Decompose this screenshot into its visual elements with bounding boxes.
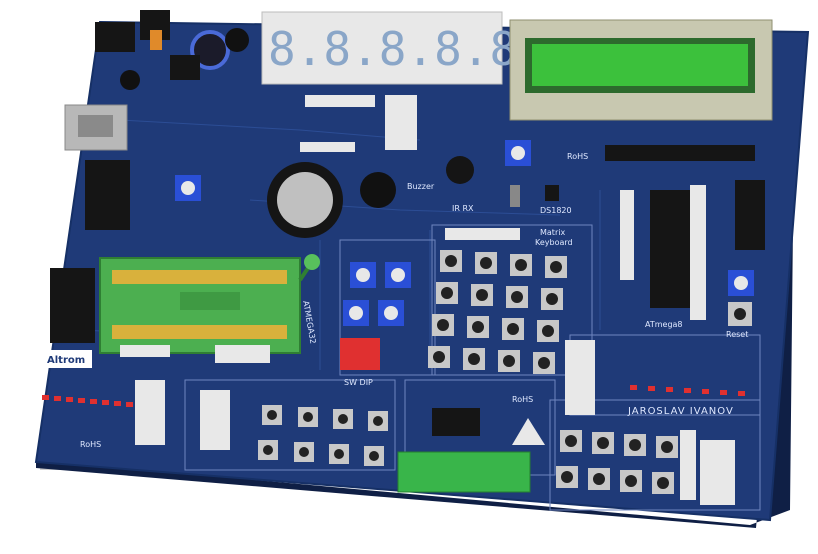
- zif-pin-row-top: [112, 270, 287, 284]
- button-group-center: [258, 405, 388, 466]
- sw-dip-switch[interactable]: [340, 338, 380, 370]
- usb-uart-ic: [432, 408, 480, 436]
- header-6: [120, 345, 170, 357]
- capacitor-c1: [120, 70, 140, 90]
- header-8: [680, 430, 696, 500]
- zif-lever-knob[interactable]: [304, 254, 320, 270]
- dip-switch-right[interactable]: [565, 340, 595, 415]
- label-rohs-left: RoHS: [80, 440, 102, 449]
- ds1820-sensor: [545, 185, 559, 201]
- buzzer: [360, 172, 396, 208]
- label-matrix: Matrix: [540, 228, 566, 237]
- dip-switch-top[interactable]: [385, 95, 417, 150]
- brand-plate: [42, 350, 92, 368]
- idc-header-2: [50, 268, 95, 343]
- capacitor-large: [190, 30, 230, 70]
- led-row-left: [42, 395, 133, 407]
- lcd-header: [605, 145, 755, 161]
- label-ir-rx: IR RX: [452, 204, 474, 213]
- fuse: [150, 30, 162, 50]
- atmega8-chip: [650, 190, 690, 308]
- label-buzzer: Buzzer: [407, 182, 435, 191]
- label-reset: Reset: [726, 330, 749, 339]
- label-rohs-center: RoHS: [512, 395, 534, 404]
- matrix-keyboard: [428, 250, 567, 374]
- terminal-block: [397, 451, 531, 493]
- voltage-regulator: [170, 55, 200, 80]
- header-1: [305, 95, 375, 107]
- coin-battery: [277, 172, 333, 228]
- label-sw-dip: SW DIP: [344, 378, 373, 387]
- usb-port-opening: [78, 115, 113, 137]
- esd-warning-icon: [512, 418, 545, 445]
- seven-segment-display: [261, 11, 503, 85]
- header-7: [215, 345, 270, 363]
- capacitor-small: [225, 28, 249, 52]
- header-3: [445, 228, 520, 240]
- dip-switch-br[interactable]: [700, 440, 735, 505]
- ir-receiver: [446, 156, 474, 184]
- isp-header: [735, 180, 765, 250]
- label-atmega8: ATmega8: [645, 320, 683, 329]
- button-group-right: [556, 430, 678, 494]
- header-5: [690, 185, 706, 320]
- power-jack: [95, 22, 135, 52]
- label-ds1820: DS1820: [540, 206, 572, 215]
- header-2: [300, 142, 355, 152]
- zif-pin-row-bottom: [112, 325, 287, 339]
- potentiometers: [175, 140, 754, 326]
- label-author: JAROSLAV IVANOV: [628, 406, 734, 417]
- dip-switch-bl-2[interactable]: [200, 390, 230, 450]
- idc-header-1: [85, 160, 130, 230]
- header-4: [620, 190, 634, 280]
- zif-label-plate: [180, 292, 240, 310]
- lcd-screen: [532, 44, 748, 86]
- brand-text: Altrom: [47, 355, 85, 366]
- label-keyboard: Keyboard: [535, 238, 573, 247]
- dip-switch-bl-1[interactable]: [135, 380, 165, 445]
- label-rohs-top: RoHS: [567, 152, 589, 161]
- temp-sensor-1: [510, 185, 520, 207]
- led-row-right: [630, 385, 745, 396]
